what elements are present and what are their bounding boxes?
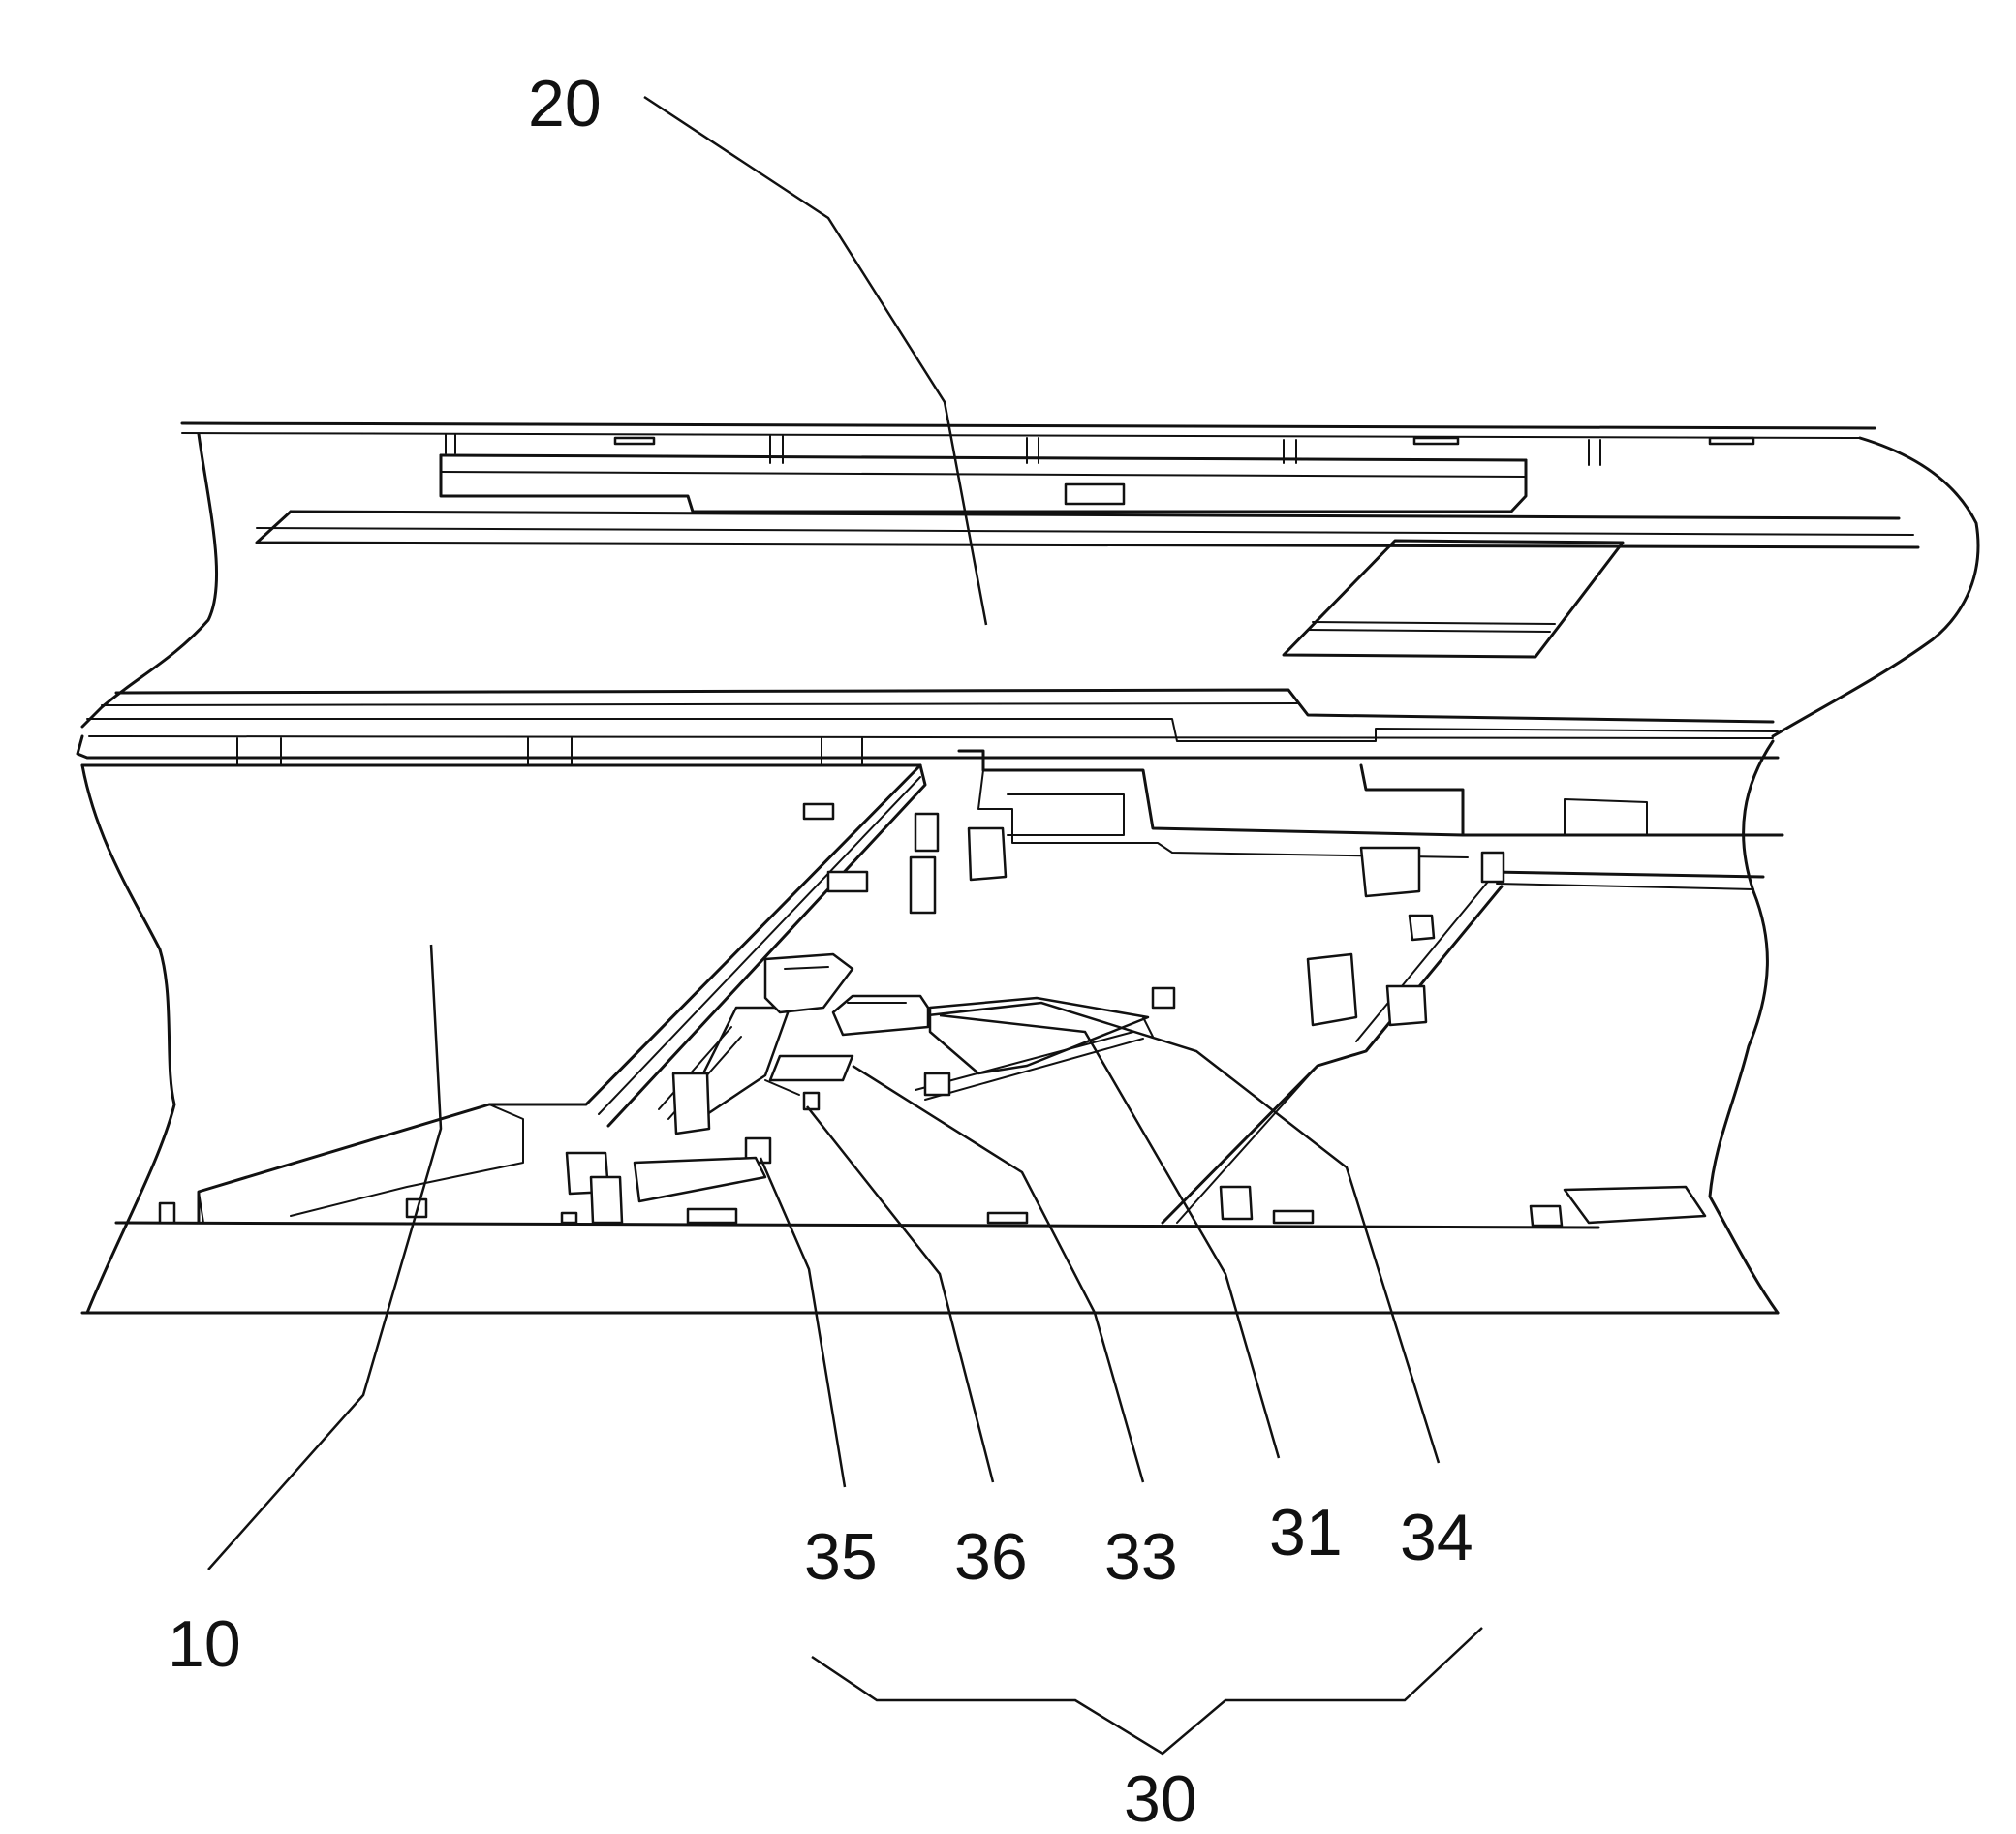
reference-labels: 20 10 35 36 33 31 34 30 xyxy=(168,67,1473,1829)
leader-34 xyxy=(928,1003,1439,1463)
label-30: 30 xyxy=(1124,1762,1197,1829)
label-31: 31 xyxy=(1269,1496,1343,1570)
label-33: 33 xyxy=(1104,1520,1178,1594)
leader-33 xyxy=(853,1066,1143,1482)
label-36: 36 xyxy=(954,1520,1028,1594)
label-35: 35 xyxy=(804,1520,878,1594)
label-20: 20 xyxy=(528,67,602,140)
leader-10 xyxy=(208,945,441,1570)
label-10: 10 xyxy=(168,1607,241,1681)
upper-housing xyxy=(82,423,1978,741)
label-34: 34 xyxy=(1400,1501,1473,1574)
leader-35 xyxy=(760,1158,845,1487)
bracket-30 xyxy=(812,1628,1482,1754)
